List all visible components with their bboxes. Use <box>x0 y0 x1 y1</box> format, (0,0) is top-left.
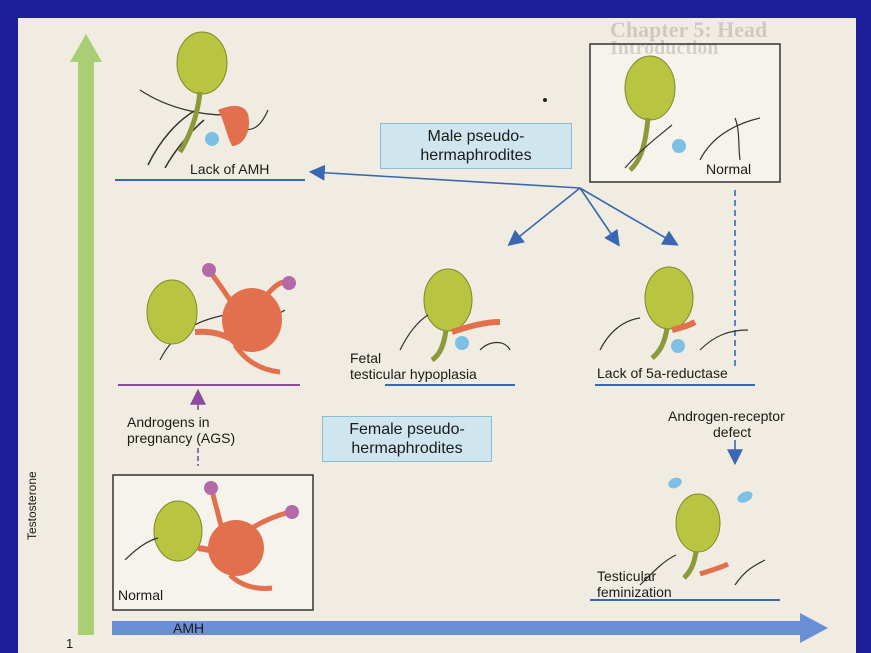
normal-top-illustration <box>624 55 761 172</box>
lack-of-amh-label: Lack of AMH <box>190 161 270 177</box>
female-label-line2: hermaphrodites <box>351 440 463 457</box>
fetal-label-line2: testicular hypoplasia <box>350 366 477 382</box>
male-label-line1: Male pseudo- <box>427 128 525 145</box>
androgen-receptor-label-line1: Androgen-receptor <box>668 408 785 424</box>
chapter-heading: Chapter 5: Head <box>610 20 768 42</box>
background-textbook-text: Chapter 5: Head Introduction <box>430 20 850 620</box>
testosterone-axis-arrow <box>70 34 102 635</box>
male-label-line2: hermaphrodites <box>420 147 532 164</box>
page-number: 1 <box>66 636 74 651</box>
fetal-hypoplasia-illustration <box>399 268 511 363</box>
lack-of-amh-illustration <box>139 31 269 169</box>
male-branch-arrows <box>308 164 743 466</box>
female-pseudohermaphrodites-box: Female pseudo- hermaphrodites <box>322 416 492 462</box>
lack-5a-illustration <box>599 266 749 360</box>
female-label-line1: Female pseudo- <box>349 421 465 438</box>
androgens-pregnancy-label-line2: pregnancy (AGS) <box>127 430 236 446</box>
normal-top-label: Normal <box>706 161 752 177</box>
androgen-receptor-label-line2: defect <box>713 424 752 440</box>
fetal-label-line1: Fetal <box>350 350 382 366</box>
amh-axis-label: AMH <box>173 620 205 636</box>
testicular-feminization-line2: feminization <box>597 584 672 600</box>
testicular-feminization-line1: Testicular <box>597 568 657 584</box>
normal-bottom-label: Normal <box>118 587 164 603</box>
normal-bottom-illustration <box>124 481 299 591</box>
chapter-subheading: Introduction <box>610 37 719 59</box>
androgens-pregnancy-label-line1: Androgens in <box>127 414 210 430</box>
testicular-feminization-illustration <box>639 477 766 586</box>
testosterone-axis-label: Testosterone <box>25 471 39 540</box>
lack-5a-label: Lack of 5a-reductase <box>597 365 728 381</box>
androgens-pregnancy-illustration <box>146 263 296 375</box>
normal-top-frame <box>589 43 781 183</box>
amh-axis-arrow <box>112 613 828 643</box>
male-pseudohermaphrodites-box: Male pseudo- hermaphrodites <box>380 123 572 169</box>
